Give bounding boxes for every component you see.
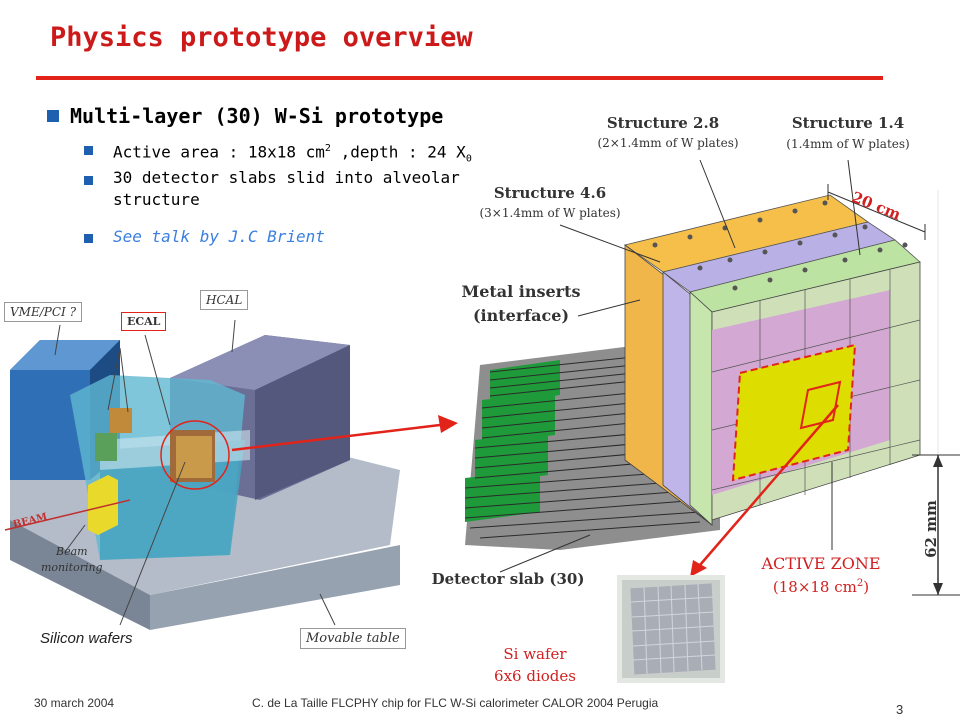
footer-page-number: 3 [896,702,904,717]
active-zone-cell [799,380,842,430]
bullet-slabs-line1: 30 detector slabs slid into alveolar [113,168,460,187]
beam-monitoring-line2: monitoring [41,561,103,574]
label-active-zone: ACTIVE ZONE [761,554,881,573]
beam-monitoring-line1: Beam [56,545,88,558]
movable-table-front [10,520,150,630]
label-silicon-wafers: Silicon wafers [40,630,133,647]
footer-center: C. de La Taille FLCPHY chip for FLC W-Si… [252,696,659,710]
label-detector-slab: Detector slab (30) [431,570,585,588]
setup-illustration [4,319,400,630]
label-structure-2-8-sub: (2×1.4mm of W plates) [597,136,739,150]
bullet-marker [84,234,93,243]
page-title: Physics prototype overview [50,22,473,53]
active-area-text: Active area : 18x18 cm [113,142,325,162]
active-zone-size-text: (18×18 cm [772,578,857,596]
label-vme-pci: VME/PCI ? [4,302,82,322]
si-wafer-photo [617,575,725,683]
active-zone [731,343,857,482]
label-hcal: HCAL [200,290,249,310]
ecal-highlight-circle [160,420,230,490]
active-zone-close: ) [863,578,870,596]
active-area-depth: ,depth : 24 X [330,142,466,162]
label-diodes: 6x6 diodes [494,667,576,685]
bullet-talk-link[interactable]: See talk by J.C Brient [113,227,325,246]
bullet-marker [84,146,93,155]
bullet-marker [47,110,59,122]
label-movable-table: Movable table [300,628,406,649]
label-structure-4-6: Structure 4.6 [493,184,607,202]
label-structure-2-8: Structure 2.8 [606,114,720,132]
calorimeter-illustration [464,159,960,596]
bullet-marker [84,176,93,185]
label-structure-1-4: Structure 1.4 [791,114,905,132]
active-zone-sup: 2 [856,578,864,589]
bullet-slabs-line2: structure [113,190,200,209]
monitor-green [95,433,117,461]
label-structure-4-6-sub: (3×1.4mm of W plates) [479,206,621,220]
label-active-zone-size: (18×18 cm2) [746,578,896,596]
label-structure-1-4-sub: (1.4mm of W plates) [786,137,910,151]
label-62mm: 62 mm [922,500,940,558]
beam-line [4,499,131,531]
beam-monitor [88,475,118,535]
active-area-sub: 0 [465,153,472,165]
label-ecal: ECAL [121,312,167,331]
movable-table-side [150,545,400,630]
bullet-active-area: Active area : 18x18 cm2 ,depth : 24 X0 [113,139,472,170]
wafer-arrow [699,404,839,566]
footer-date: 30 march 2004 [34,696,115,710]
bullet-main: Multi-layer (30) W-Si prototype [70,104,444,128]
label-beam-monitoring: Beam monitoring [36,542,108,578]
active-area-sup: 2 [324,143,331,154]
zoom-arrow [231,423,441,452]
label-si-wafer: Si wafer [503,645,567,663]
label-interface: (interface) [472,306,570,325]
label-metal-inserts: Metal inserts [461,282,581,301]
title-underline [36,76,883,80]
